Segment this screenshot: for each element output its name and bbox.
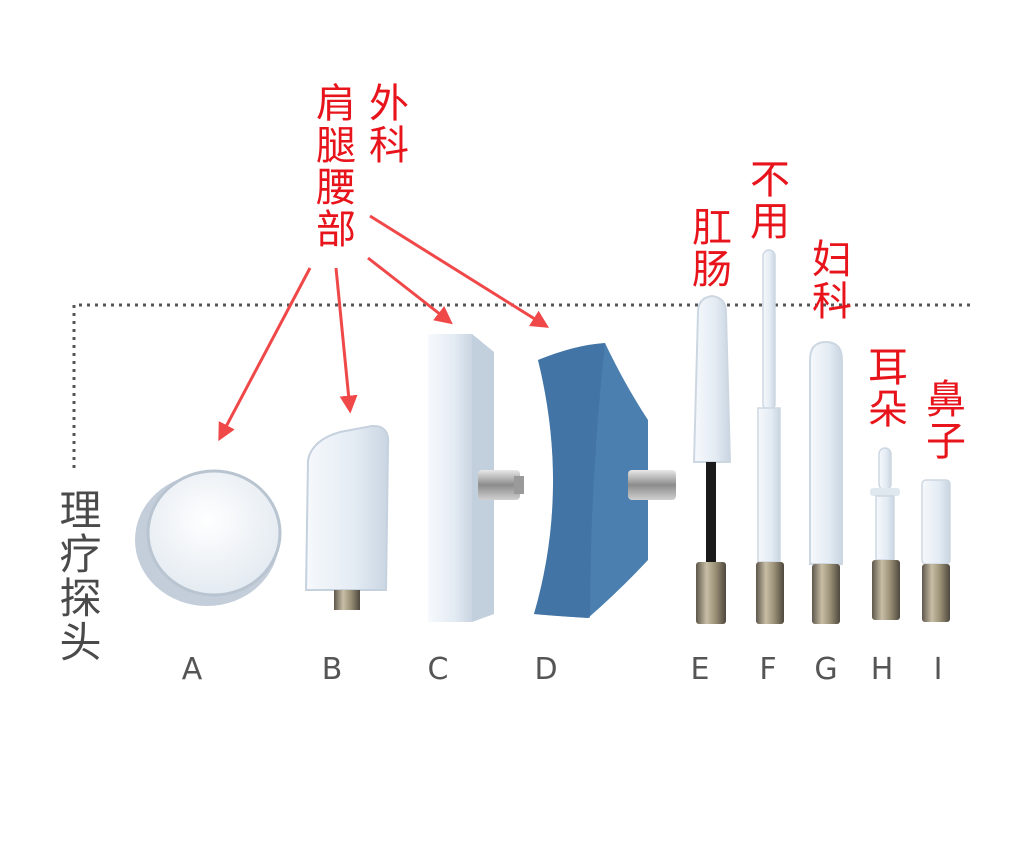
label-nose: 鼻子	[919, 378, 965, 462]
probe-letter-h: H	[870, 652, 894, 687]
label-not-used: 不用	[743, 158, 789, 242]
label-shoulder-leg-waist: 肩腿腰部	[309, 82, 355, 250]
probe-b-block	[304, 424, 390, 610]
probe-e-anorectal	[692, 294, 732, 624]
probe-i-nose	[921, 479, 951, 622]
label-anorectal: 肛肠	[685, 206, 731, 290]
probe-f-long	[756, 249, 784, 624]
probe-a-disc	[135, 469, 282, 606]
title-physio-probes: 理疗探头	[53, 488, 102, 664]
probe-h-ear	[870, 447, 900, 620]
dotted-bracket-line	[72, 303, 975, 468]
arrow-to-b	[334, 267, 358, 414]
label-ear: 耳朵	[861, 346, 907, 430]
probe-letter-e: E	[690, 652, 710, 687]
arrow-to-a	[218, 267, 312, 442]
arrow-to-d	[369, 214, 550, 328]
label-surgery: 外科	[362, 82, 408, 166]
probe-c-bar	[428, 334, 524, 622]
probe-letter-a: A	[181, 652, 203, 687]
probe-letter-g: G	[814, 652, 838, 687]
probe-letter-b: B	[321, 652, 343, 687]
probe-g-gyn	[809, 340, 843, 624]
probe-d-curved	[534, 343, 676, 618]
label-gynecology: 妇科	[805, 238, 851, 322]
probe-letter-c: C	[427, 652, 449, 687]
arrow-to-c	[367, 256, 453, 325]
probe-letter-i: I	[933, 652, 943, 687]
probe-letter-f: F	[759, 652, 777, 687]
probe-letter-d: D	[534, 652, 558, 687]
